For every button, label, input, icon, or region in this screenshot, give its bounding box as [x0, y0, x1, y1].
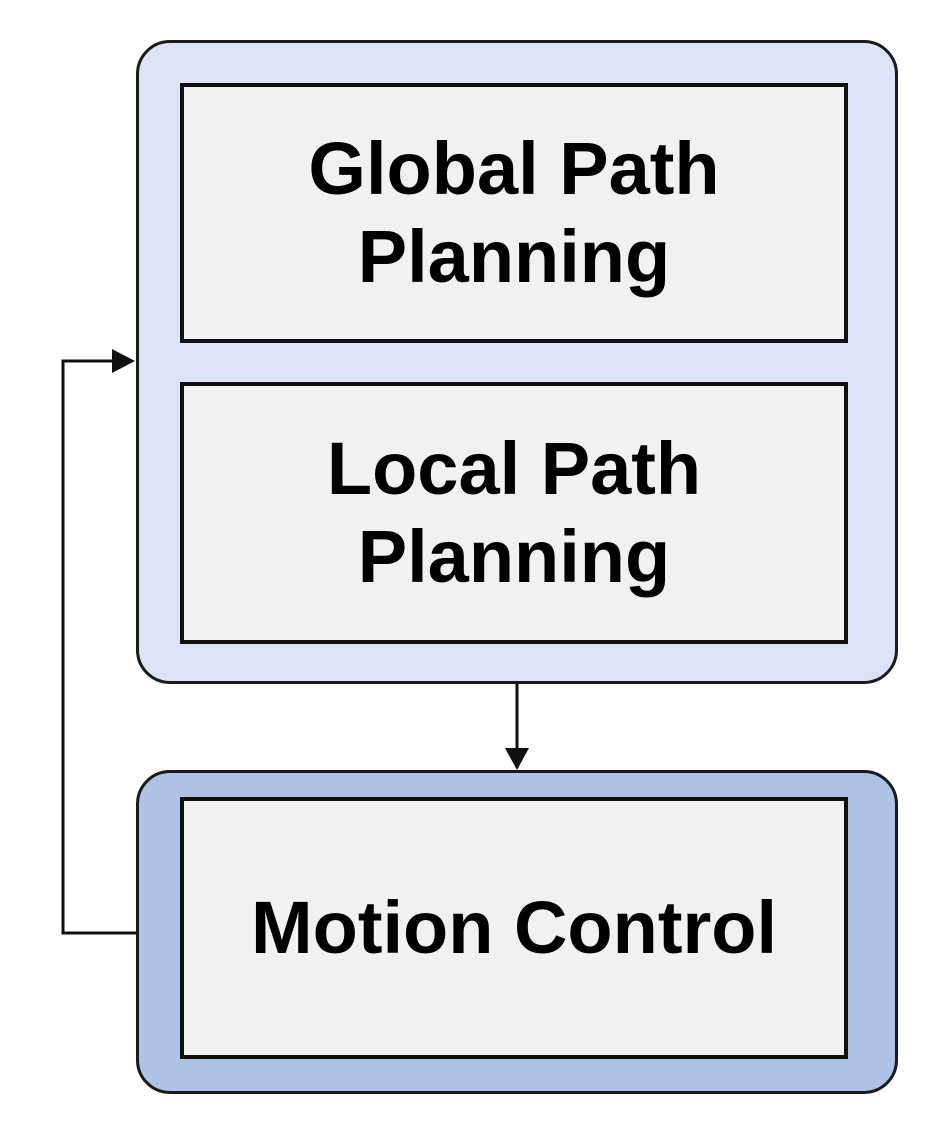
- global-path-planning-label-line1: Global Path: [308, 127, 720, 210]
- motion-control-box: Motion Control: [180, 797, 848, 1059]
- global-path-planning-label-line2: Planning: [357, 215, 671, 298]
- feedback-loop-arrow: [61, 359, 137, 935]
- local-path-planning-label-line1: Local Path: [326, 427, 702, 510]
- local-path-planning-label-line2: Planning: [357, 515, 671, 598]
- local-path-planning-box: Local Path Planning: [180, 382, 848, 644]
- motion-control-label: Motion Control: [250, 886, 778, 969]
- global-path-planning-box: Global Path Planning: [180, 83, 848, 343]
- planning-to-control-arrowhead: [505, 748, 529, 770]
- feedback-loop-arrowhead: [112, 349, 135, 373]
